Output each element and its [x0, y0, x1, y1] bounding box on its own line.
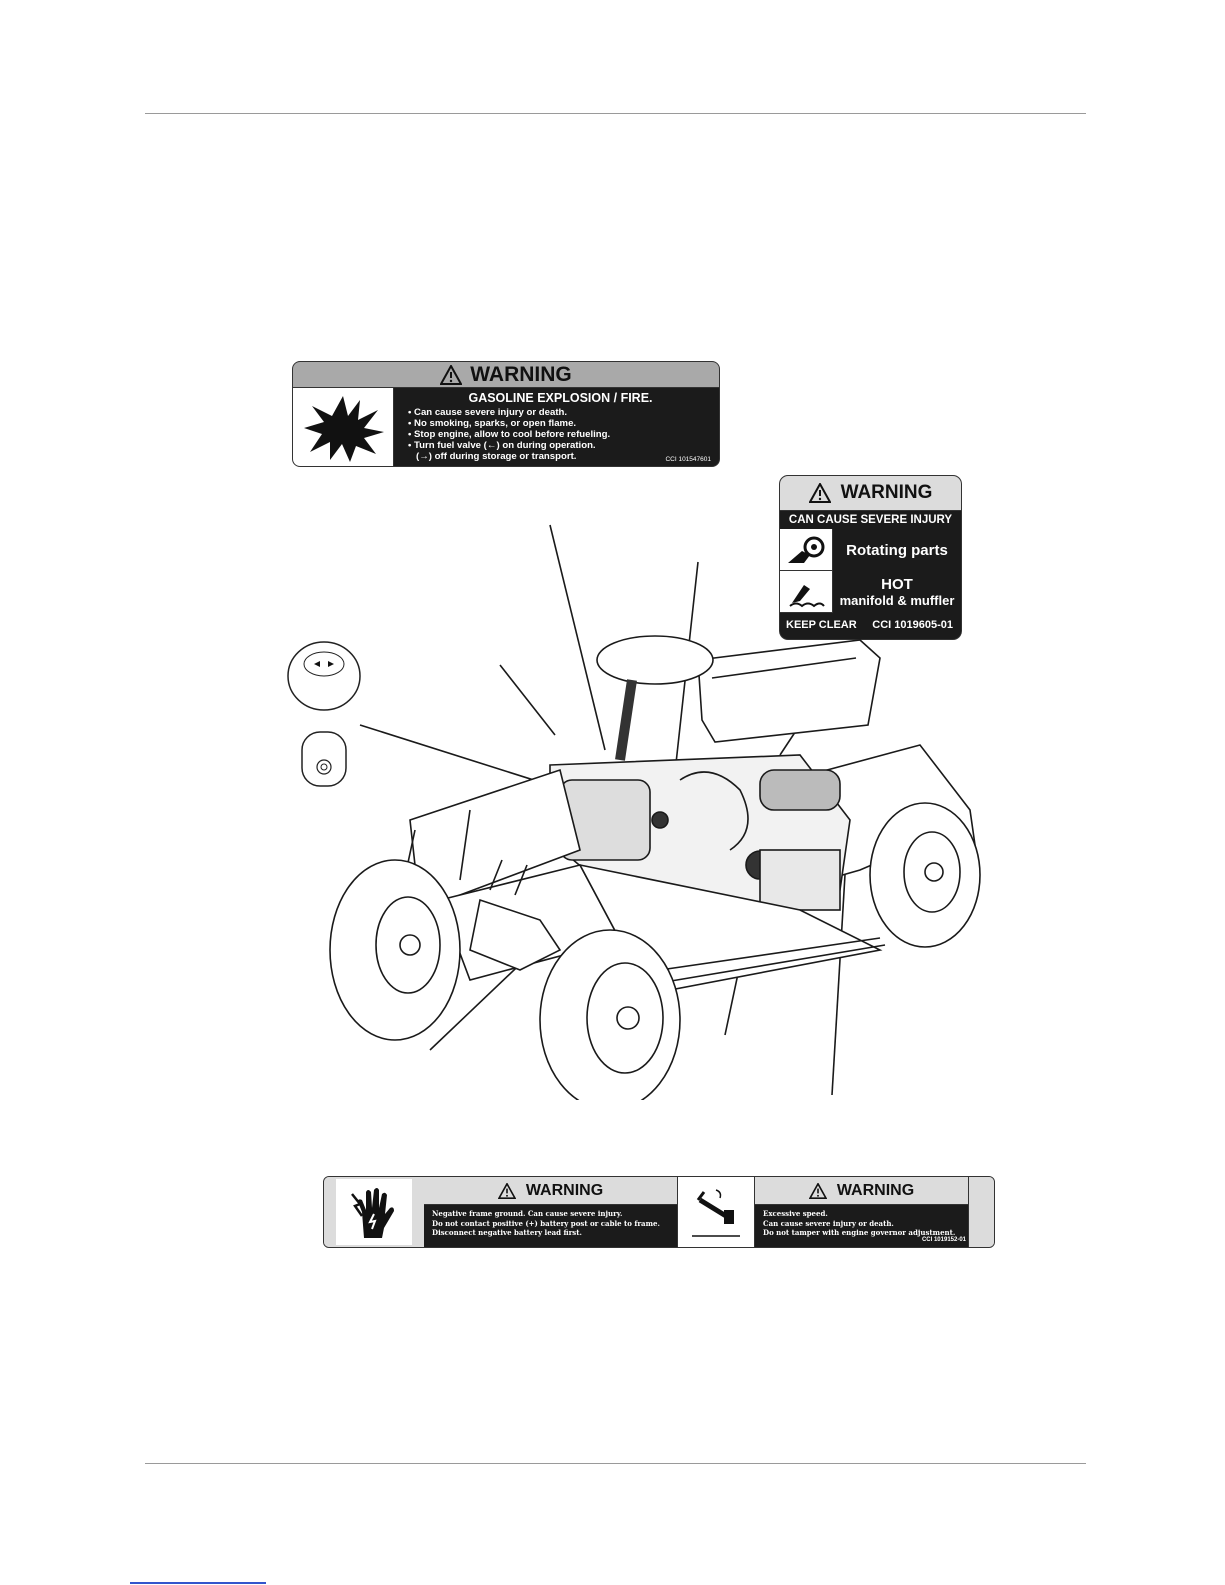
gasoline-line: • Turn fuel valve (←) on during operatio…	[408, 440, 596, 451]
footer-rule	[145, 1463, 1086, 1464]
warning-heading: WARNING	[840, 482, 933, 503]
warning-triangle-icon	[808, 483, 831, 503]
governor-warning-line: Excessive speed.	[763, 1209, 828, 1218]
warning-triangle-icon	[497, 1182, 516, 1199]
battery-warning-line: Disconnect negative battery lead first.	[432, 1228, 582, 1237]
governor-tamper-icon	[677, 1177, 755, 1247]
label-endcap	[968, 1177, 994, 1247]
warning-header: WARNING	[424, 1177, 677, 1205]
footer-link-underline[interactable]	[130, 1582, 266, 1584]
hot-subtext: manifold & muffler	[839, 593, 955, 608]
fuel-valve-knob-icon	[286, 640, 366, 795]
gasoline-line: • Stop engine, allow to cool before refu…	[408, 429, 611, 440]
warning-heading: WARNING	[525, 1181, 604, 1199]
warning-triangle-icon	[808, 1182, 827, 1199]
label-code: CCI 101547601	[665, 456, 711, 463]
warning-heading: WARNING	[836, 1181, 915, 1199]
warning-header: WARNING	[780, 476, 961, 511]
hot-text: HOT	[881, 576, 913, 593]
gasoline-subheading: GASOLINE EXPLOSION / FIRE.	[468, 391, 653, 405]
explosion-icon	[293, 388, 394, 466]
rotating-text: Rotating parts	[846, 541, 948, 559]
rotating-parts-icon	[780, 529, 833, 571]
battery-warning-line: Do not contact positive (+) battery post…	[432, 1218, 660, 1228]
warning-triangle-icon	[440, 364, 463, 385]
label-code: CCI 1019152-01	[921, 1236, 966, 1243]
label-code: CCI 1019605-01	[872, 619, 953, 631]
header-rule	[145, 113, 1086, 114]
rotating-subheading: CAN CAUSE SEVERE INJURY	[788, 514, 953, 526]
battery-warning-line: Negative frame ground. Can cause severe …	[432, 1209, 623, 1218]
hot-surface-icon	[780, 571, 833, 613]
gasoline-warning-label: WARNING GASOLINE EXPLOSION / FIRE. • Can…	[292, 361, 720, 467]
rotating-parts-warning-label: WARNING CAN CAUSE SEVERE INJURY Rotating…	[779, 475, 962, 640]
gasoline-line: • Can cause severe injury or death.	[408, 407, 568, 418]
electric-shock-hand-icon	[336, 1179, 412, 1245]
warning-header: WARNING	[293, 362, 719, 388]
warning-heading: WARNING	[470, 362, 572, 386]
gasoline-line: (→) off during storage or transport.	[416, 451, 577, 462]
golf-cart-illustration	[320, 520, 1000, 1111]
battery-governor-warning-label: WARNING Negative frame ground. Can cause…	[323, 1176, 995, 1248]
governor-warning-line: Can cause severe injury or death.	[763, 1218, 894, 1228]
keep-clear-text: KEEP CLEAR	[786, 619, 857, 631]
gasoline-line: • No smoking, sparks, or open flame.	[408, 418, 577, 429]
warning-header: WARNING	[755, 1177, 968, 1205]
governor-warning-line: Do not tamper with engine governor adjus…	[763, 1228, 956, 1237]
